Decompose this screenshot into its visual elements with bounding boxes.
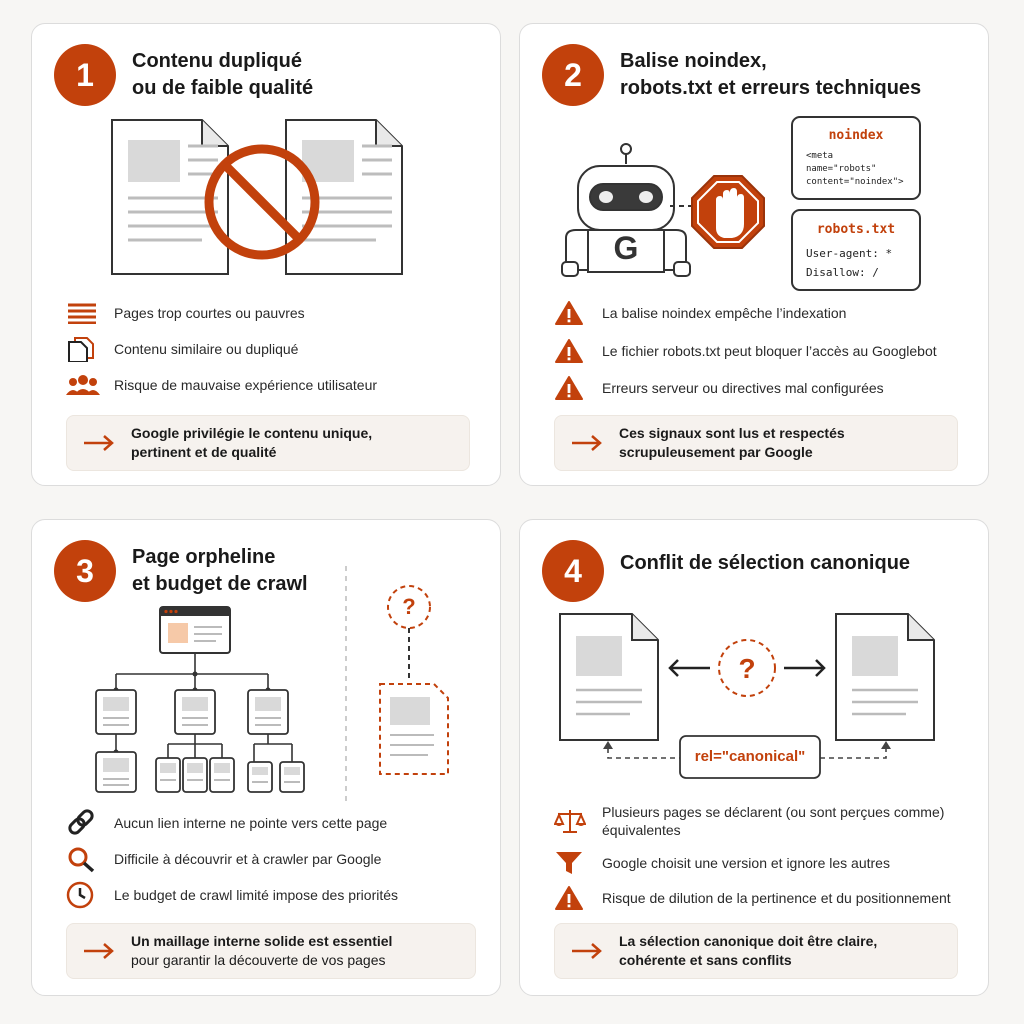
robots-label: robots.txt bbox=[816, 222, 896, 237]
card-noindex-robots: 2 Balise noindex, robots.txt et erreurs … bbox=[519, 23, 989, 486]
card-duplicate-content: 1 Contenu dupliqué ou de faible qualité bbox=[31, 23, 501, 486]
card-title: Page orpheline et budget de crawl bbox=[132, 546, 308, 595]
bullet-item: Risque de mauvaise expérience utilisateu… bbox=[66, 372, 484, 398]
noindex-code: <meta name="robots" content="noindex"> bbox=[806, 151, 904, 187]
warning-icon bbox=[554, 885, 588, 911]
arrow-right-icon bbox=[67, 433, 131, 453]
funnel-icon bbox=[554, 850, 588, 876]
warning-icon bbox=[554, 300, 588, 326]
arrow-right-icon bbox=[555, 941, 619, 961]
bullet-item: Aucun lien interne ne pointe vers cette … bbox=[66, 809, 484, 836]
google-g-logo: G bbox=[613, 230, 639, 266]
stop-hand-icon bbox=[691, 175, 765, 249]
orphan-question-mark: ? bbox=[402, 594, 416, 619]
bullet-item: Le budget de crawl limité impose des pri… bbox=[66, 881, 484, 909]
canonical-tag-box bbox=[679, 735, 821, 779]
canonical-tag-label: rel="canonical" bbox=[694, 748, 806, 765]
scale-icon bbox=[554, 808, 588, 834]
card-title: Contenu dupliqué ou de faible qualité bbox=[132, 50, 314, 99]
document-icon bbox=[559, 613, 659, 741]
bullet-item: Plusieurs pages se déclarent (ou sont pe… bbox=[554, 803, 972, 839]
googlebot-icon bbox=[561, 143, 691, 277]
bullet-item: Google choisit une version et ignore les… bbox=[554, 850, 972, 876]
bullet-item: Pages trop courtes ou pauvres bbox=[66, 300, 484, 326]
noindex-label: noindex bbox=[828, 128, 884, 143]
card-canonical-conflict: 4 Conflit de sélection canonique bbox=[519, 519, 989, 996]
question-mark-icon bbox=[387, 585, 431, 629]
takeaway-text: Google privilégie le contenu unique, per… bbox=[131, 425, 373, 460]
card-orphan-page: 3 Page orpheline et budget de crawl bbox=[31, 519, 501, 996]
key-takeaway-box: Ces signaux sont lus et respectés scrupu… bbox=[554, 415, 958, 471]
warning-icon bbox=[554, 375, 588, 401]
prohibited-icon bbox=[204, 144, 320, 260]
bullet-item: Le fichier robots.txt peut bloquer l’acc… bbox=[554, 338, 972, 364]
takeaway-text: Un maillage interne solide est essentiel… bbox=[131, 933, 393, 968]
card-title: Balise noindex, robots.txt et erreurs te… bbox=[620, 50, 922, 99]
robots-code: User-agent: * Disallow: / bbox=[806, 247, 893, 279]
bullet-item: Difficile à découvrir et à crawler par G… bbox=[66, 846, 484, 873]
magnifier-icon bbox=[66, 846, 100, 873]
robot-blocked-illustration bbox=[561, 116, 921, 291]
orphan-page-icon bbox=[379, 683, 449, 775]
arrow-right-icon bbox=[67, 941, 131, 961]
bullet-item: Risque de dilution de la pertinence et d… bbox=[554, 885, 972, 911]
warning-icon bbox=[554, 338, 588, 364]
duplicate-documents-illustration bbox=[111, 119, 403, 275]
step-number-badge: 2 bbox=[542, 44, 604, 106]
page-icon bbox=[95, 689, 289, 735]
homepage-window-icon bbox=[159, 606, 231, 654]
step-number-badge: 1 bbox=[54, 44, 116, 106]
document-icon bbox=[835, 613, 935, 741]
link-icon bbox=[66, 809, 100, 836]
bullet-item: La balise noindex empêche l’indexation bbox=[554, 300, 972, 326]
users-icon bbox=[66, 372, 100, 398]
key-takeaway-box: Un maillage interne solide est essentiel… bbox=[66, 923, 476, 979]
canonical-conflict-illustration bbox=[559, 613, 935, 779]
card-title: Conflit de sélection canonique bbox=[620, 552, 911, 574]
site-tree-illustration bbox=[95, 566, 449, 802]
conflict-question-mark: ? bbox=[738, 653, 756, 684]
step-number-badge: 4 bbox=[542, 540, 604, 602]
copy-document-icon bbox=[66, 336, 100, 362]
step-number-badge: 3 bbox=[54, 540, 116, 602]
noindex-code-box bbox=[791, 116, 921, 200]
lines-icon bbox=[66, 300, 100, 326]
bullet-item: Contenu similaire ou dupliqué bbox=[66, 336, 484, 362]
arrow-right-icon bbox=[555, 433, 619, 453]
key-takeaway-box: Google privilégie le contenu unique, per… bbox=[66, 415, 470, 471]
takeaway-text: La sélection canonique doit être claire,… bbox=[619, 933, 878, 968]
key-takeaway-box: La sélection canonique doit être claire,… bbox=[554, 923, 958, 979]
robots-code-box bbox=[791, 209, 921, 291]
takeaway-text: Ces signaux sont lus et respectés scrupu… bbox=[619, 425, 845, 460]
clock-icon bbox=[66, 881, 100, 909]
bullet-item: Erreurs serveur ou directives mal config… bbox=[554, 375, 972, 401]
question-mark-icon bbox=[718, 639, 776, 697]
